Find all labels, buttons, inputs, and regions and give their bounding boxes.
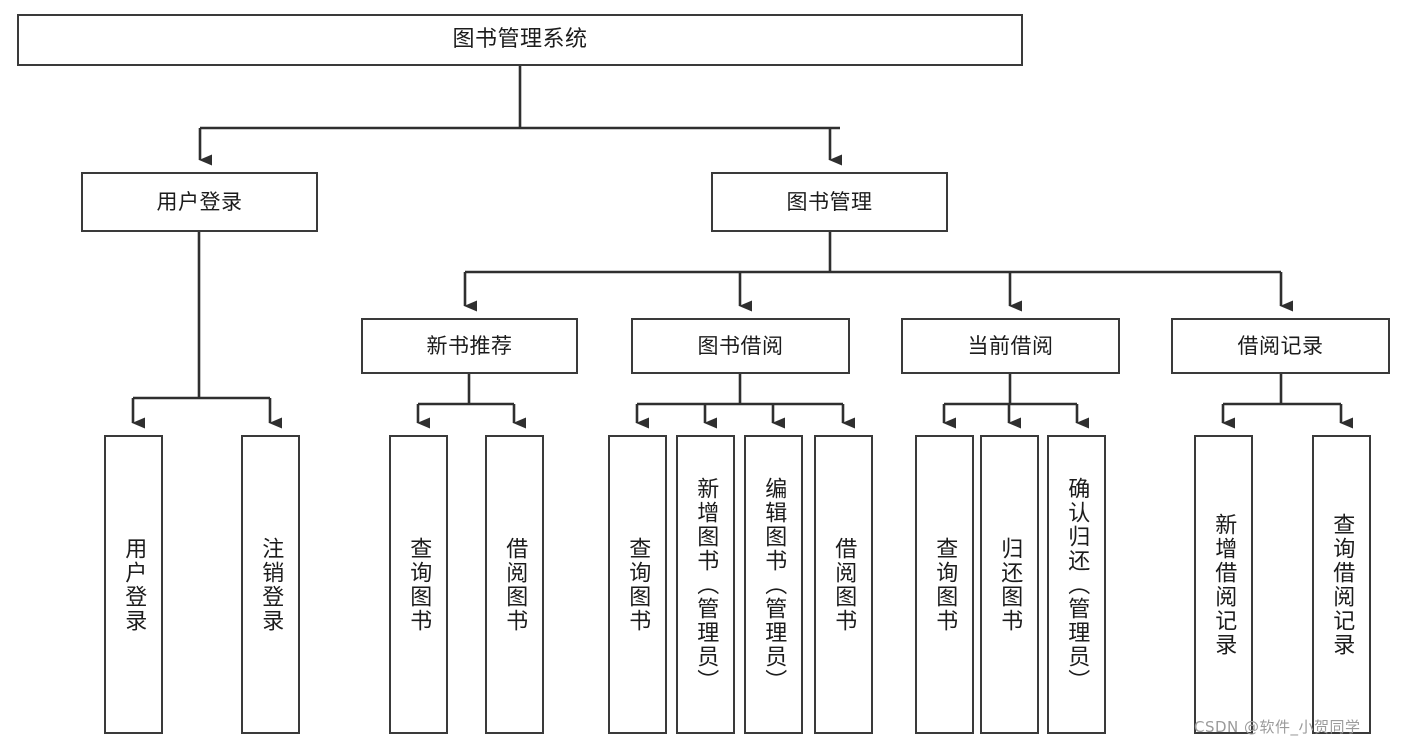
- node-label: 查询图书: [625, 536, 651, 633]
- node-leaf-return-book[interactable]: 归还图书: [980, 435, 1039, 734]
- node-leaf-query-borrow-record[interactable]: 查询借阅记录: [1312, 435, 1371, 734]
- node-label: 借阅记录: [1237, 333, 1324, 358]
- node-label: 归还图书: [997, 536, 1023, 633]
- node-label: 编辑图书（管理员）: [761, 476, 787, 693]
- node-label: 确认归还（管理员）: [1064, 476, 1090, 693]
- node-leaf-user-login[interactable]: 用户登录: [104, 435, 163, 734]
- node-label: 借阅图书: [831, 536, 857, 633]
- node-borrow-record[interactable]: 借阅记录: [1171, 318, 1390, 374]
- node-leaf-user-logout[interactable]: 注销登录: [241, 435, 300, 734]
- node-label: 当前借阅: [967, 333, 1054, 358]
- node-label: 用户登录: [156, 189, 243, 214]
- node-label: 查询借阅记录: [1329, 512, 1355, 657]
- node-leaf-borrow-book[interactable]: 借阅图书: [814, 435, 873, 734]
- node-leaf-add-borrow-record[interactable]: 新增借阅记录: [1194, 435, 1253, 734]
- node-label: 图书管理系统: [452, 27, 588, 53]
- node-label: 新增图书（管理员）: [693, 476, 719, 693]
- node-leaf-confirm-return[interactable]: 确认归还（管理员）: [1047, 435, 1106, 734]
- node-leaf-query-book-current[interactable]: 查询图书: [915, 435, 974, 734]
- node-label: 图书借阅: [697, 333, 784, 358]
- node-label: 用户登录: [121, 536, 147, 633]
- node-label: 注销登录: [258, 536, 284, 633]
- node-leaf-add-book[interactable]: 新增图书（管理员）: [676, 435, 735, 734]
- node-leaf-query-book-recommend[interactable]: 查询图书: [389, 435, 448, 734]
- node-leaf-query-book-borrow[interactable]: 查询图书: [608, 435, 667, 734]
- node-leaf-borrow-book-recommend[interactable]: 借阅图书: [485, 435, 544, 734]
- node-book-borrow[interactable]: 图书借阅: [631, 318, 850, 374]
- node-user-login[interactable]: 用户登录: [81, 172, 318, 232]
- watermark: CSDN @软件_小贺同学: [1194, 718, 1361, 736]
- node-label: 借阅图书: [502, 536, 528, 633]
- node-label: 图书管理: [786, 189, 873, 214]
- node-label: 查询图书: [932, 536, 958, 633]
- node-current-borrow[interactable]: 当前借阅: [901, 318, 1120, 374]
- node-label: 查询图书: [406, 536, 432, 633]
- node-label: 新增借阅记录: [1211, 512, 1237, 657]
- node-label: 新书推荐: [426, 333, 513, 358]
- node-leaf-edit-book[interactable]: 编辑图书（管理员）: [744, 435, 803, 734]
- node-book-management[interactable]: 图书管理: [711, 172, 948, 232]
- node-new-book-recommend[interactable]: 新书推荐: [361, 318, 578, 374]
- node-root-book-management-system[interactable]: 图书管理系统: [17, 14, 1023, 66]
